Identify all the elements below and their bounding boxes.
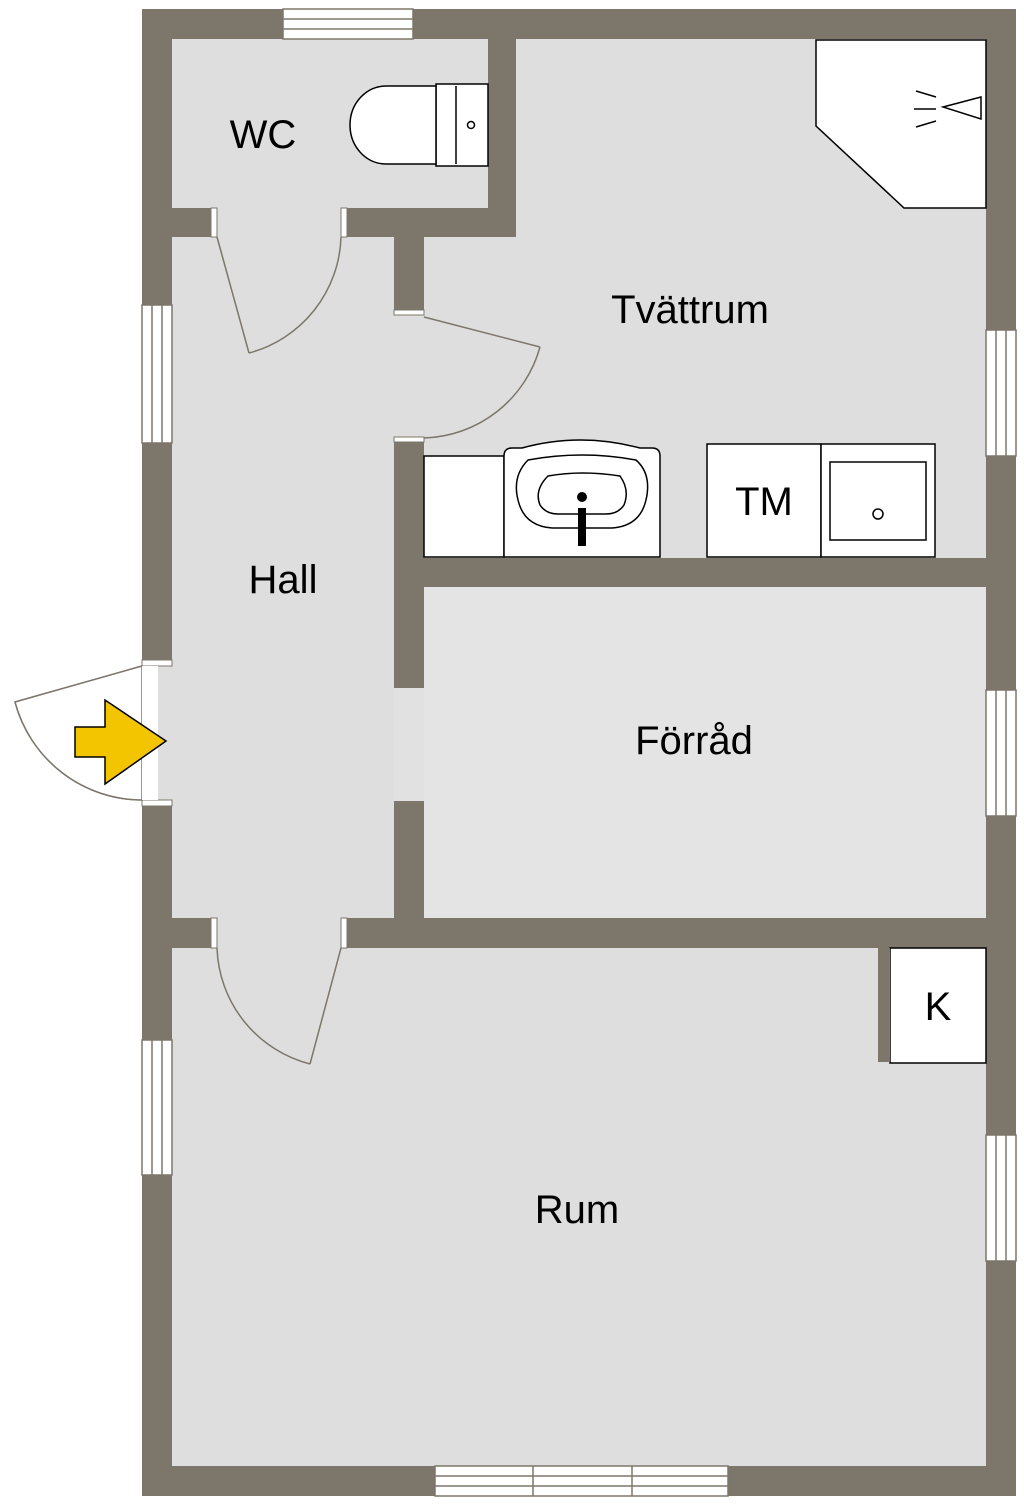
room-label-storage: Förråd [635,719,753,763]
shower-icon [815,39,987,209]
room-door-swing [216,947,342,1065]
laundry-door-opening [392,314,426,438]
hall-floor [172,237,394,918]
faucet-handle [578,508,586,546]
laundry-door-swing [423,316,541,439]
entrance-arrow-icon [74,698,168,786]
toilet-icon [349,83,489,167]
kitchenette-wall [878,948,890,1062]
faucet-dot [577,492,587,502]
wc-door-opening [217,206,341,239]
window-storage-right [985,689,1017,817]
room-label-hall: Hall [249,558,318,602]
counter-cabinet [423,455,505,558]
room-label-laundry: Tvättrum [611,288,769,332]
hall-storage-opening [394,688,424,801]
window-laundry-right [985,329,1017,457]
washing-machine-icon [706,443,822,558]
windows [141,8,1017,1497]
room-door-opening [217,916,341,950]
room-label-wc: WC [230,113,297,157]
window-wc-top [282,8,414,40]
door-jambs [141,207,425,949]
washing-machine-label: TM [735,480,793,524]
kitchenette-icon [889,947,987,1064]
window-hall-left [141,304,173,444]
kitchenette-label: K [925,985,952,1029]
window-room-right [985,1134,1017,1262]
storage-floor [424,587,986,918]
dryer-icon [820,443,936,558]
room-label-room: Rum [535,1188,619,1232]
room-floor [172,948,986,1466]
window-room-left [141,1039,173,1176]
wc-door-swing [216,236,342,354]
window-room-bottom [434,1465,729,1497]
